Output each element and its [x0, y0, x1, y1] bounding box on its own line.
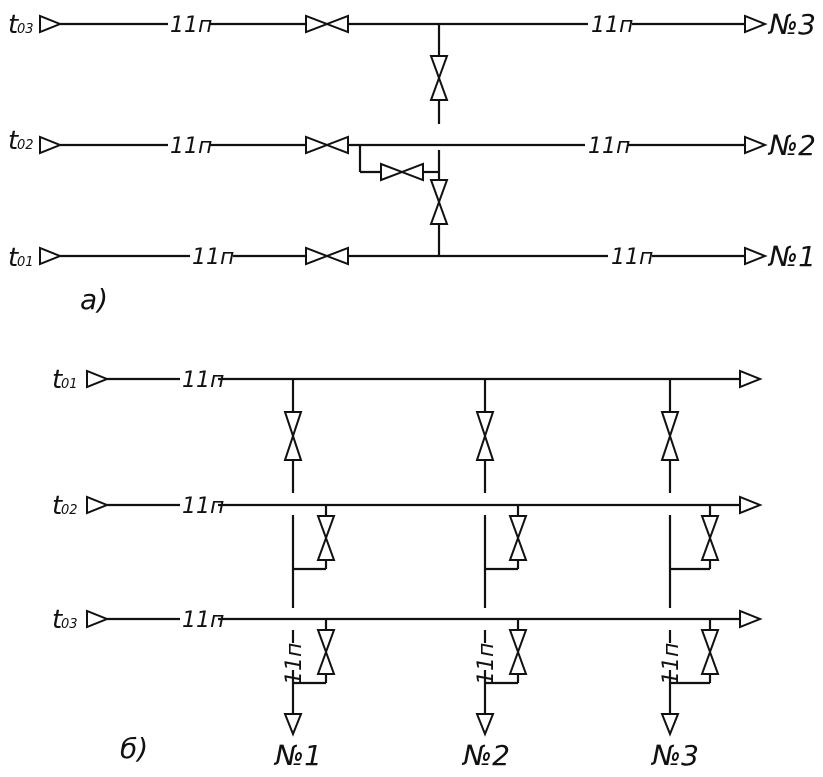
diagram-b: t 01 11п t 02 11п t 03 11п: [52, 365, 763, 772]
inlet-arrow: [39, 135, 63, 155]
column-b-2: 11п №2: [461, 379, 528, 772]
valve-icon[interactable]: [305, 14, 349, 34]
valve-icon[interactable]: [429, 179, 449, 225]
column-b-3: 11п №3: [650, 379, 720, 772]
caption-b: б): [120, 732, 148, 765]
valve-icon[interactable]: [380, 162, 424, 182]
temp-label-letter: t: [52, 491, 63, 521]
pipe-label: 11п: [611, 245, 653, 270]
caption-a: а): [80, 283, 108, 316]
column-b-1: 11п №1: [273, 379, 336, 772]
temp-label-sub: 01: [17, 255, 34, 270]
inlet-arrow: [86, 609, 110, 629]
line-b-t02: t 02 11п: [52, 491, 763, 521]
pipe-label: 11п: [588, 134, 630, 159]
line-a-t02: t 02 11п 11п №2: [8, 126, 816, 162]
outlet-arrow: [283, 713, 303, 737]
valve-icon[interactable]: [475, 411, 495, 461]
outlet-arrow: [660, 713, 680, 737]
valve-icon[interactable]: [508, 629, 528, 675]
outlet-label: №1: [273, 739, 322, 772]
temp-label-letter: t: [52, 605, 63, 635]
bypass-a-bottom: [429, 150, 449, 256]
outlet-arrow: [744, 135, 768, 155]
bypass-a-side: [358, 145, 439, 182]
bypass-a-top: [429, 24, 449, 124]
temp-label-sub: 03: [17, 22, 34, 37]
valve-icon[interactable]: [429, 55, 449, 101]
outlet-arrow: [744, 14, 768, 34]
valve-icon[interactable]: [316, 629, 336, 675]
diagram-a: t 03 11п 11п №3 t: [8, 8, 816, 316]
pipe-label: 11п: [182, 608, 224, 633]
pipe-label: 11п: [170, 134, 212, 159]
valve-icon[interactable]: [700, 629, 720, 675]
temp-label-letter: t: [8, 10, 19, 40]
valve-icon[interactable]: [316, 515, 336, 561]
outlet-arrow: [744, 246, 768, 266]
outlet-label: №1: [767, 240, 816, 273]
pipe-label: 11п: [170, 13, 212, 38]
temp-label-sub: 02: [61, 503, 78, 518]
line-a-t03: t 03 11п 11п №3: [8, 8, 816, 41]
valve-icon[interactable]: [660, 411, 680, 461]
temp-label-sub: 03: [61, 617, 78, 632]
temp-label-letter: t: [8, 243, 19, 273]
drop-pipe-label: 11п: [659, 643, 684, 685]
pipe-label: 11п: [591, 13, 633, 38]
outlet-label: №3: [767, 8, 816, 41]
line-b-t03: t 03 11п: [52, 605, 763, 635]
outlet-arrow: [739, 495, 763, 515]
line-b-t01: t 01 11п: [52, 365, 763, 395]
line-a-t01: t 01 11п 11п №1: [8, 240, 816, 273]
temp-label-letter: t: [8, 126, 19, 156]
valve-icon[interactable]: [283, 411, 303, 461]
drop-pipe-label: 11п: [474, 643, 499, 685]
valve-icon[interactable]: [508, 515, 528, 561]
outlet-arrow: [475, 713, 495, 737]
outlet-label: №3: [650, 739, 699, 772]
pipe-label: 11п: [182, 368, 224, 393]
temp-label-sub: 02: [17, 138, 34, 153]
temp-label-sub: 01: [61, 377, 78, 392]
inlet-arrow: [39, 246, 63, 266]
inlet-arrow: [39, 14, 63, 34]
valve-icon[interactable]: [700, 515, 720, 561]
valve-icon[interactable]: [305, 135, 349, 155]
temp-label-letter: t: [52, 365, 63, 395]
pipe-label: 11п: [182, 494, 224, 519]
inlet-arrow: [86, 369, 110, 389]
outlet-arrow: [739, 609, 763, 629]
pipe-label: 11п: [192, 245, 234, 270]
inlet-arrow: [86, 495, 110, 515]
outlet-arrow: [739, 369, 763, 389]
outlet-label: №2: [461, 739, 510, 772]
valve-icon[interactable]: [305, 246, 349, 266]
outlet-label: №2: [767, 129, 816, 162]
drop-pipe-label: 11п: [282, 643, 307, 685]
